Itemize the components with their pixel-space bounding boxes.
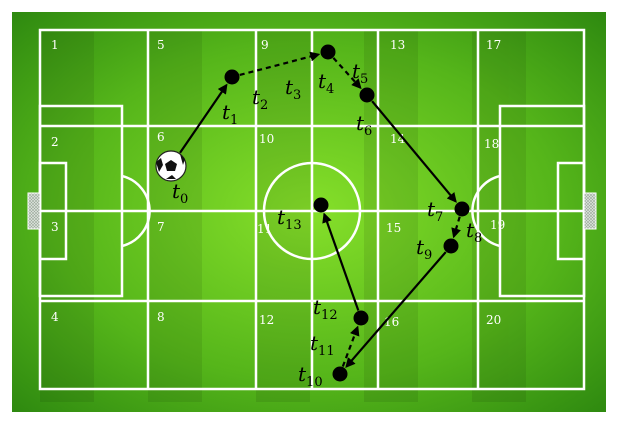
time-label-subscript: 1: [230, 113, 238, 128]
time-label-subscript: 8: [474, 231, 482, 246]
position-dot-t4: [321, 45, 336, 60]
time-label-subscript: 6: [364, 124, 372, 139]
time-label-subscript: 2: [260, 98, 268, 113]
zone-number-4: 4: [51, 310, 59, 324]
position-dot-t10: [333, 367, 348, 382]
time-label-subscript: 5: [360, 72, 368, 87]
position-dot-t9: [444, 239, 459, 254]
time-label-subscript: 3: [293, 88, 301, 103]
position-dot-t13: [314, 198, 329, 213]
zone-number-2: 2: [51, 135, 59, 149]
position-dot-t6: [360, 88, 375, 103]
time-label-subscript: 13: [285, 218, 302, 233]
soccer-ball-icon: [156, 151, 186, 181]
zone-number-5: 5: [157, 38, 165, 52]
time-label-subscript: 4: [326, 82, 334, 97]
position-dot-t1: [225, 70, 240, 85]
zone-number-9: 9: [261, 38, 269, 52]
time-label-subscript: 10: [306, 375, 323, 390]
zone-number-17: 17: [486, 38, 501, 52]
time-label-subscript: 11: [318, 344, 335, 359]
zone-number-6: 6: [157, 130, 165, 144]
zone-number-10: 10: [259, 132, 274, 146]
right-goal-net: [584, 193, 596, 229]
zone-number-15: 15: [386, 221, 401, 235]
time-label-subscript: 0: [180, 192, 188, 207]
zone-number-3: 3: [51, 220, 59, 234]
position-dot-t12: [354, 311, 369, 326]
position-dot-t7: [455, 202, 470, 217]
zone-number-7: 7: [157, 220, 165, 234]
zone-number-13: 13: [390, 38, 405, 52]
left-goal-net: [28, 193, 40, 229]
zone-number-11: 11: [257, 222, 272, 236]
zone-number-8: 8: [157, 310, 165, 324]
zone-number-19: 19: [490, 218, 505, 232]
time-label-subscript: 9: [424, 248, 432, 263]
zone-number-20: 20: [486, 313, 501, 327]
zone-number-18: 18: [484, 137, 499, 151]
zone-number-12: 12: [259, 313, 274, 327]
time-label-subscript: 7: [435, 210, 443, 225]
zone-number-1: 1: [51, 38, 59, 52]
time-label-subscript: 12: [321, 308, 338, 323]
